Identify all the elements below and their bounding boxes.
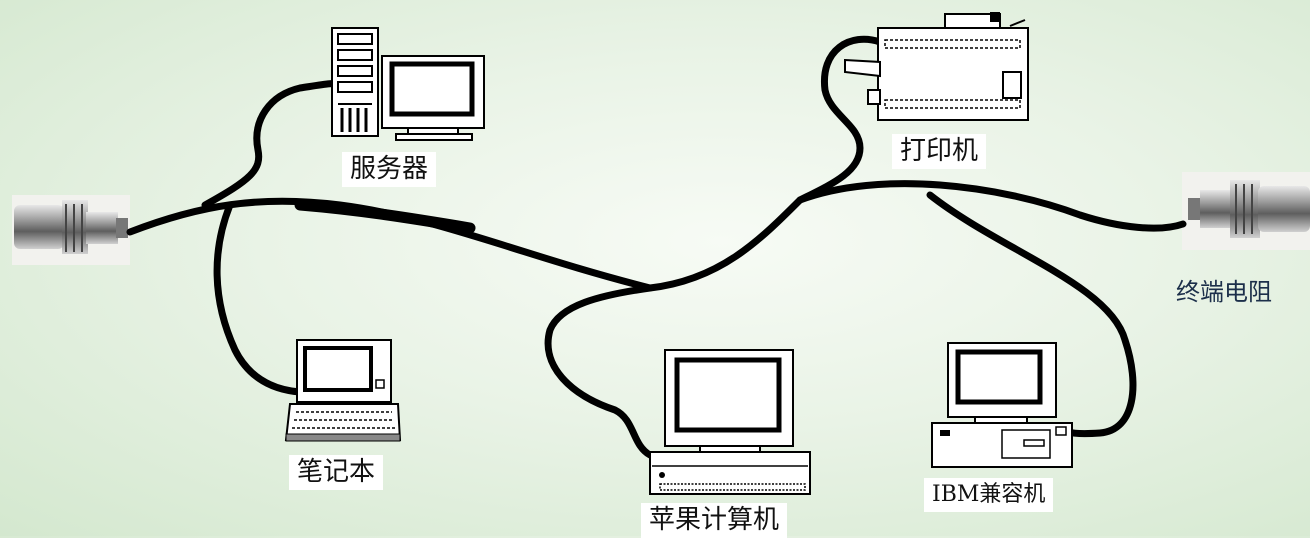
- ibm-drop-cable: [926, 191, 1137, 438]
- left-terminator-connector: [12, 195, 130, 265]
- terminator-label: 终端电阻: [1176, 278, 1272, 306]
- laptop-drop-cable: [213, 201, 304, 396]
- ibm-computer-label: IBM兼容机: [924, 478, 1054, 513]
- server-label: 服务器: [342, 152, 437, 188]
- laptop-device: [284, 339, 402, 442]
- apple-computer-label: 苹果计算机: [641, 503, 788, 538]
- apple-computer-device: [649, 349, 811, 495]
- server-monitor: [381, 55, 485, 141]
- server-tower: [331, 27, 379, 137]
- laptop-label: 笔记本: [289, 455, 384, 491]
- printer-drop-cable: [796, 35, 884, 204]
- ibm-computer-device: [931, 342, 1073, 468]
- right-terminator-connector: [1182, 172, 1310, 250]
- apple-drop-cable: [544, 284, 654, 459]
- printer-device: [844, 12, 1029, 121]
- bus-cable: [126, 35, 1187, 459]
- backbone-cable: [126, 180, 1187, 292]
- printer-label: 打印机: [892, 134, 987, 170]
- server-device: [331, 27, 485, 141]
- backbone-cable-thick: [294, 199, 476, 234]
- server-drop-cable: [201, 79, 349, 209]
